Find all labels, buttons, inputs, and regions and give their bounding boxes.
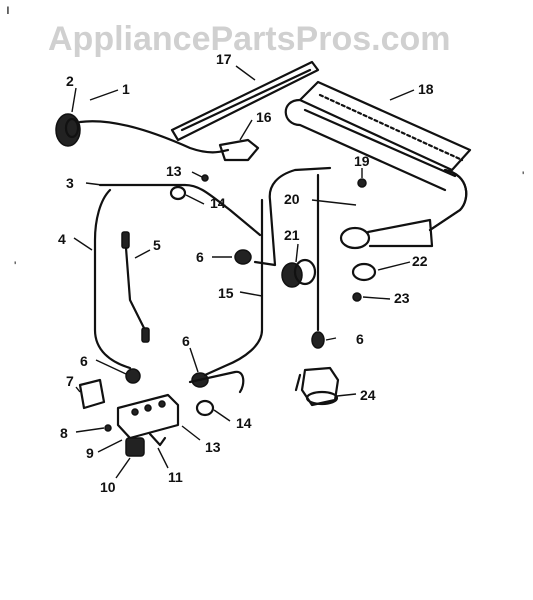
part-14-grommet-bottom: [195, 399, 215, 417]
callout-13-a: 13: [166, 163, 182, 179]
callout-labels: 1 2 3 4 5 6 6 6 6 7 8 9 10 11 13 13 14 1…: [58, 51, 434, 495]
callout-3: 3: [66, 175, 74, 191]
part-14-grommet-top: [169, 185, 187, 201]
callout-23: 23: [394, 290, 410, 306]
callout-6-a: 6: [196, 249, 204, 265]
edge-mark: ': [522, 169, 524, 183]
callout-6-b: 6: [80, 353, 88, 369]
callout-20: 20: [284, 191, 300, 207]
callout-6-d: 6: [356, 331, 364, 347]
leader-lines: [71, 65, 415, 479]
part-19-screw: [357, 178, 367, 188]
callout-6-c: 6: [182, 333, 190, 349]
part-6-fitting-b: [125, 368, 141, 384]
part-21-air-shutter: [281, 258, 317, 288]
callout-22: 22: [412, 253, 428, 269]
callout-17: 17: [216, 51, 232, 67]
part-13-screw-top: [201, 174, 209, 182]
corner-mark: ı: [6, 1, 10, 17]
callout-14-a: 14: [210, 195, 226, 211]
callout-2: 2: [66, 73, 74, 89]
part-2-thermostat-bulb: [55, 113, 230, 154]
callout-4: 4: [58, 231, 66, 247]
part-15-tube-b: [203, 198, 264, 377]
part-4-tube: [93, 188, 132, 370]
callout-14-b: 14: [236, 415, 252, 431]
callout-16: 16: [256, 109, 272, 125]
callout-7: 7: [66, 373, 74, 389]
watermark-text: AppliancePartsPros.com: [48, 20, 450, 58]
callout-11: 11: [168, 469, 183, 485]
tube-valve-right: [188, 370, 245, 394]
part-22-clip: [351, 262, 377, 282]
callout-9: 9: [86, 445, 94, 461]
callout-13-b: 13: [205, 439, 221, 455]
part-9-10-11-valve-block: [116, 393, 180, 457]
callout-18: 18: [418, 81, 434, 97]
part-17-bracket-rail: [170, 60, 320, 142]
callout-10: 10: [100, 479, 116, 495]
part-6-fitting-d: [311, 331, 325, 349]
part-16-bracket: [218, 138, 260, 162]
callout-21: 21: [284, 227, 300, 243]
edge-mark-left: ': [14, 259, 16, 273]
part-7-plate: [78, 378, 106, 410]
callout-15: 15: [218, 285, 234, 301]
callout-24: 24: [360, 387, 376, 403]
part-20-burner-tube-end: [339, 218, 434, 250]
callout-19: 19: [354, 153, 370, 169]
part-3-tube: [98, 183, 262, 237]
callout-5: 5: [153, 237, 161, 253]
part-15-tube: [253, 166, 332, 267]
callout-8: 8: [60, 425, 68, 441]
part-18-burner: [284, 80, 472, 232]
part-8-screw: [104, 424, 112, 432]
part-24-valve: [294, 366, 340, 407]
part-6-fitting-a: [234, 249, 252, 265]
part-23-screw: [352, 292, 362, 302]
part-5-thermocouple: [121, 231, 150, 343]
callout-1: 1: [122, 81, 130, 97]
